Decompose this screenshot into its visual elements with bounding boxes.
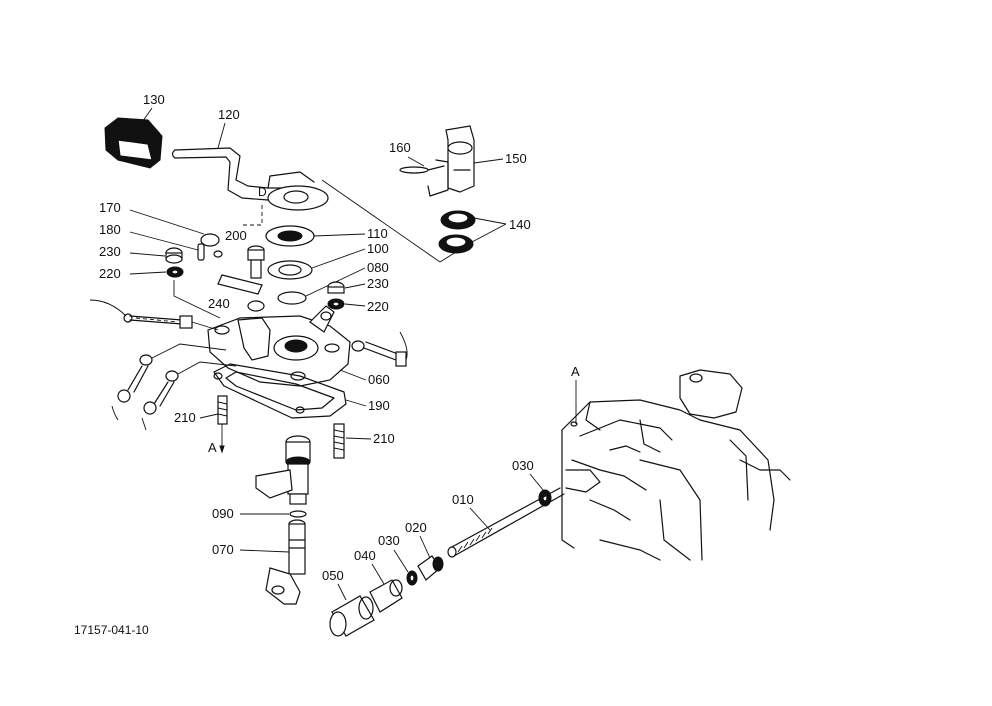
knob-130 xyxy=(104,117,163,169)
label-230-left: 230 xyxy=(99,244,121,259)
snap-ring-170 xyxy=(200,233,223,258)
shift-fork-shaft xyxy=(255,435,311,505)
shift-housing-060 xyxy=(207,305,351,387)
label-100: 100 xyxy=(367,241,389,256)
nut-230-right xyxy=(327,281,345,294)
label-A-right: A xyxy=(571,364,580,379)
link-240 xyxy=(217,274,265,312)
label-140: 140 xyxy=(509,217,531,232)
label-110: 110 xyxy=(367,226,388,241)
bearing-140-lower xyxy=(438,234,474,254)
label-240: 240 xyxy=(208,296,230,311)
drawing-code: 17157-041-10 xyxy=(74,623,149,637)
washer-220-left xyxy=(166,266,184,278)
gasket-190 xyxy=(213,363,347,419)
label-220-right: 220 xyxy=(367,299,389,314)
label-010: 010 xyxy=(452,492,474,507)
stud-210-right xyxy=(333,423,345,459)
label-040: 040 xyxy=(354,548,376,563)
washer-220-right xyxy=(327,298,345,310)
label-070: 070 xyxy=(212,542,234,557)
stud-left-a xyxy=(111,343,227,421)
label-030-left: 030 xyxy=(378,533,400,548)
rod-010 xyxy=(447,487,565,558)
bracket-150 xyxy=(427,125,475,197)
label-170: 170 xyxy=(99,200,121,215)
bolt-right xyxy=(351,331,408,367)
coupler-040 xyxy=(369,579,403,613)
bearing-140-upper xyxy=(440,210,476,230)
label-210-right: 210 xyxy=(373,431,395,446)
label-030-right: 030 xyxy=(512,458,534,473)
label-A-left: A xyxy=(208,440,217,455)
pin-160 xyxy=(399,165,445,174)
label-080: 080 xyxy=(367,260,389,275)
label-150: 150 xyxy=(505,151,527,166)
washer-110 xyxy=(265,225,315,247)
shaft-070 xyxy=(265,519,306,605)
o-ring-090 xyxy=(289,510,307,518)
label-120: 120 xyxy=(218,107,240,122)
label-180: 180 xyxy=(99,222,121,237)
label-230-right: 230 xyxy=(367,276,389,291)
label-210-left: 210 xyxy=(174,410,196,425)
bolt-200 xyxy=(247,245,265,279)
label-090: 090 xyxy=(212,506,234,521)
label-020: 020 xyxy=(405,520,427,535)
shift-lever-120: D xyxy=(171,147,329,211)
label-050: 050 xyxy=(322,568,344,583)
svg-text:D: D xyxy=(258,185,267,199)
transmission-case xyxy=(561,369,791,561)
label-200: 200 xyxy=(225,228,247,243)
stud-left-b xyxy=(141,361,237,431)
label-160: 160 xyxy=(389,140,411,155)
nut-020 xyxy=(417,555,444,581)
cap-050 xyxy=(329,595,375,637)
washer-030-left xyxy=(406,570,418,586)
stud-210-left xyxy=(217,395,228,452)
bolt-upper-left xyxy=(89,299,219,331)
o-ring-080 xyxy=(277,291,307,305)
label-220-left: 220 xyxy=(99,266,121,281)
label-130: 130 xyxy=(143,92,165,107)
washer-100 xyxy=(267,260,313,280)
nut-230-left xyxy=(165,247,183,264)
label-190: 190 xyxy=(368,398,390,413)
pin-180 xyxy=(197,243,205,261)
label-060: 060 xyxy=(368,372,390,387)
